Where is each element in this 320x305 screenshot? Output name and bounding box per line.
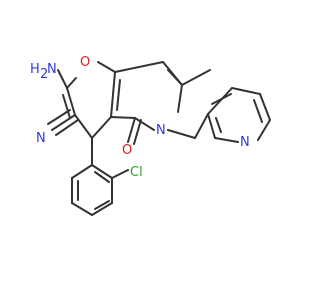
bond xyxy=(215,117,222,133)
bond xyxy=(97,61,116,73)
bond xyxy=(47,109,71,125)
chlorine-label: Cl xyxy=(130,165,143,180)
bond xyxy=(257,119,271,141)
bond xyxy=(51,114,76,131)
bond xyxy=(55,119,79,136)
bond xyxy=(91,202,113,216)
bond xyxy=(231,87,261,95)
amino-subscript: 2 xyxy=(40,67,48,82)
bond-lines xyxy=(47,61,271,216)
bond xyxy=(57,69,68,89)
bond xyxy=(110,71,116,118)
bond xyxy=(167,69,183,86)
nitrile-n-label: N xyxy=(36,131,46,146)
bond xyxy=(111,169,129,179)
bond xyxy=(207,87,233,115)
bond xyxy=(91,164,113,179)
bond xyxy=(194,113,209,139)
bond xyxy=(259,93,271,121)
bond xyxy=(74,114,93,139)
bond xyxy=(207,113,216,139)
bond xyxy=(127,117,136,143)
bond xyxy=(134,117,155,131)
bond xyxy=(133,119,142,145)
bond xyxy=(91,116,112,139)
bond xyxy=(181,69,211,86)
amino-h-label: H xyxy=(30,62,40,77)
bond xyxy=(116,79,121,111)
bond xyxy=(62,94,71,119)
bond xyxy=(66,87,76,116)
bond xyxy=(66,77,77,89)
bond xyxy=(167,129,196,139)
molecule-structure: H 2 N O N O N N Cl xyxy=(30,55,271,216)
bond xyxy=(114,61,164,73)
bond xyxy=(214,137,239,143)
atom-labels: H 2 N O N O N N Cl xyxy=(30,55,250,180)
bond xyxy=(211,93,232,105)
bond xyxy=(253,99,263,123)
bond xyxy=(71,164,93,179)
ring-oxygen-label: O xyxy=(80,55,90,70)
structure-canvas: H 2 N O N O N N Cl xyxy=(30,55,271,216)
bond xyxy=(94,171,110,183)
lactam-n-label: N xyxy=(156,123,166,138)
bond xyxy=(94,200,110,210)
bond xyxy=(177,84,183,113)
bond xyxy=(110,116,136,119)
carbonyl-o-label: O xyxy=(122,143,132,158)
amino-n-label: N xyxy=(47,62,57,77)
bond xyxy=(71,202,93,216)
pyridine-n-label: N xyxy=(240,135,250,150)
